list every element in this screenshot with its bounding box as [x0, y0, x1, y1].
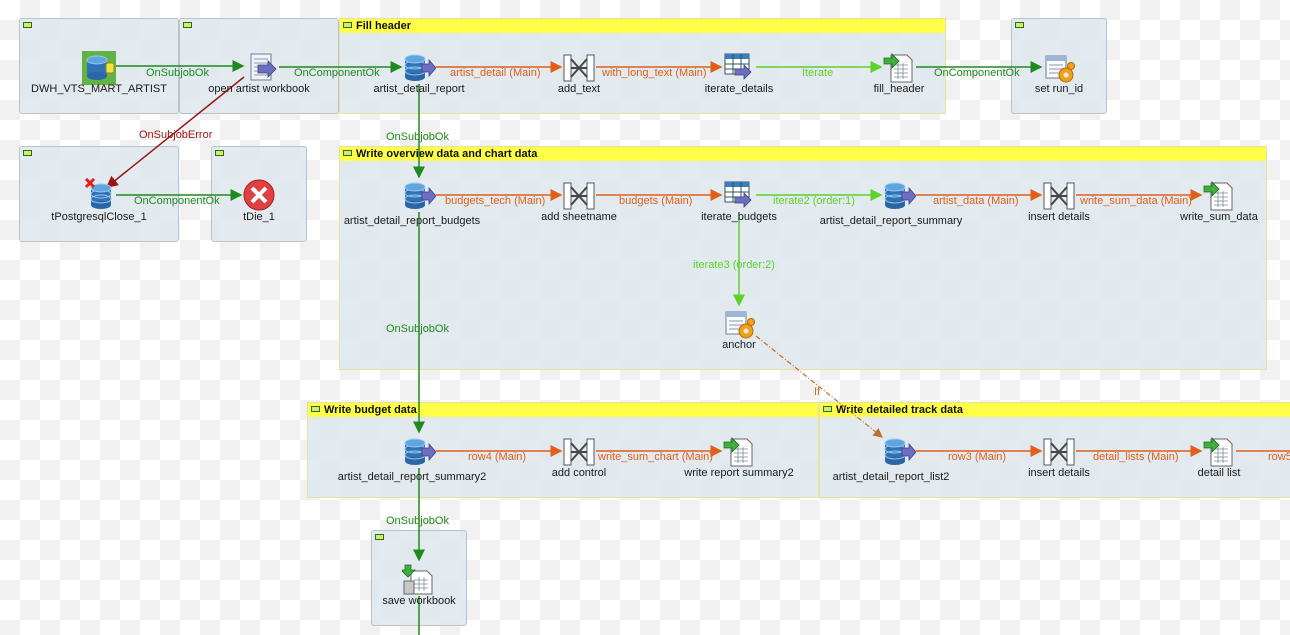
database-input-icon[interactable] — [882, 435, 916, 469]
excel-output-icon[interactable] — [1202, 435, 1236, 469]
link-label-onsubjobok: OnSubjobOk — [386, 515, 449, 527]
java-row-icon[interactable] — [722, 307, 756, 341]
subjob-write-overview[interactable]: Write overview data and chart data — [339, 146, 1267, 370]
component-label-iterate-details: iterate_details — [704, 83, 774, 95]
link-label-row3: row3 (Main) — [948, 451, 1007, 463]
component-label-dwh: DWH_VTS_MART_ARTIST — [31, 83, 167, 95]
component-label-anchor: anchor — [722, 339, 756, 351]
subjob-title: Write overview data and chart data — [340, 147, 1266, 161]
component-label-add-text: add_text — [557, 83, 601, 95]
collapse-toggle[interactable] — [1015, 22, 1024, 28]
link-label-onsubjobok: OnSubjobOk — [386, 131, 449, 143]
collapse-toggle[interactable] — [183, 22, 192, 28]
component-label-adr: artist_detail_report — [373, 83, 465, 95]
link-onsubjoberror — [105, 76, 245, 188]
tmap-icon[interactable] — [562, 51, 596, 85]
component-label-adr-summary: artist_detail_report_summary — [819, 215, 963, 227]
link-label-budgets-tech: budgets_tech (Main) — [445, 195, 546, 207]
link-label-detail-lists: detail_lists (Main) — [1093, 451, 1179, 463]
link-label-onsubjobok: OnSubjobOk — [386, 323, 449, 335]
subjob-fill-header[interactable]: Fill header — [339, 18, 946, 114]
link-label-write-sum-data: write_sum_data (Main) — [1080, 195, 1192, 207]
collapse-toggle[interactable] — [23, 22, 32, 28]
link-label-iterate3: iterate3 (order:2) — [693, 259, 775, 271]
component-label-set-run-id: set run_id — [1034, 83, 1084, 95]
component-label-write-report-summary2: write report summary2 — [684, 467, 794, 479]
database-input-icon[interactable] — [82, 51, 116, 85]
link-label-with-long-text: with_long_text (Main) — [602, 67, 707, 79]
subjob-title: Write detailed track data — [820, 403, 1290, 417]
subjob-title: Write budget data — [308, 403, 818, 417]
tmap-icon[interactable] — [1042, 179, 1076, 213]
database-output-icon[interactable] — [882, 179, 916, 213]
collapse-toggle[interactable] — [311, 406, 320, 412]
component-label-detail-list: detail list — [1197, 467, 1241, 479]
workbook-icon[interactable] — [244, 51, 278, 85]
database-input-icon[interactable] — [402, 51, 436, 85]
component-label-tdie: tDie_1 — [243, 211, 275, 223]
collapse-toggle[interactable] — [343, 22, 352, 28]
flow-iterate-icon[interactable] — [722, 51, 756, 85]
database-close-icon[interactable] — [84, 178, 118, 212]
flow-iterate-icon[interactable] — [722, 179, 756, 213]
component-label-write-sum-data: write_sum_data — [1180, 211, 1258, 223]
database-input-icon[interactable] — [402, 435, 436, 469]
tmap-icon[interactable] — [562, 179, 596, 213]
component-label-pg-close: tPostgresqlClose_1 — [51, 211, 147, 223]
collapse-toggle[interactable] — [215, 150, 224, 156]
component-label-insert-details-1: insert details — [1028, 211, 1090, 223]
component-label-add-sheetname: add sheetname — [541, 211, 617, 223]
collapse-toggle[interactable] — [823, 406, 832, 412]
component-label-adr-budgets: artist_detail_report_budgets — [343, 215, 481, 227]
link-label-oncomponentok: OnComponentOk — [934, 67, 1020, 79]
component-label-save-workbook: save workbook — [382, 595, 456, 607]
link-label-if: If — [814, 386, 821, 398]
link-label-iterate: Iterate — [802, 67, 834, 79]
link-label-onsubjoberror: OnSubjobError — [139, 129, 213, 141]
collapse-toggle[interactable] — [375, 534, 384, 540]
link-label-oncomponentok: OnComponentOk — [294, 67, 380, 79]
java-row-icon[interactable] — [1042, 51, 1076, 85]
link-label-row4: row4 (Main) — [468, 451, 527, 463]
component-label-adr-summary2: artist_detail_report_summary2 — [337, 471, 487, 483]
excel-output-icon[interactable] — [1202, 179, 1236, 213]
link-label-iterate2: iterate2 (order:1) — [773, 195, 855, 207]
component-label-iterate-budgets: iterate_budgets — [701, 211, 777, 223]
link-label-artist-detail: artist_detail (Main) — [450, 67, 541, 79]
component-label-open-wb: open artist workbook — [208, 83, 310, 95]
save-workbook-icon[interactable] — [402, 563, 436, 597]
tmap-icon[interactable] — [562, 435, 596, 469]
link-label-artist-data: artist_data (Main) — [933, 195, 1019, 207]
link-label-row5: row5 — [1268, 451, 1290, 463]
link-label-write-sum-chart: write_sum_chart (Main) — [598, 451, 713, 463]
component-label-fill-header: fill_header — [873, 83, 925, 95]
tmap-icon[interactable] — [1042, 435, 1076, 469]
database-input-icon[interactable] — [402, 179, 436, 213]
component-label-insert-details-2: insert details — [1028, 467, 1090, 479]
subjob-title: Fill header — [340, 19, 945, 33]
link-label-onsubjobok: OnSubjobOk — [146, 67, 209, 79]
collapse-toggle[interactable] — [23, 150, 32, 156]
excel-output-icon[interactable] — [722, 435, 756, 469]
die-icon[interactable] — [242, 178, 276, 212]
excel-output-icon[interactable] — [882, 51, 916, 85]
link-label-budgets: budgets (Main) — [619, 195, 693, 207]
component-label-add-control: add control — [551, 467, 607, 479]
link-label-oncomponentok: OnComponentOk — [134, 195, 220, 207]
component-label-adr-list2: artist_detail_report_list2 — [832, 471, 950, 483]
link-if — [755, 335, 883, 438]
collapse-toggle[interactable] — [343, 150, 352, 156]
